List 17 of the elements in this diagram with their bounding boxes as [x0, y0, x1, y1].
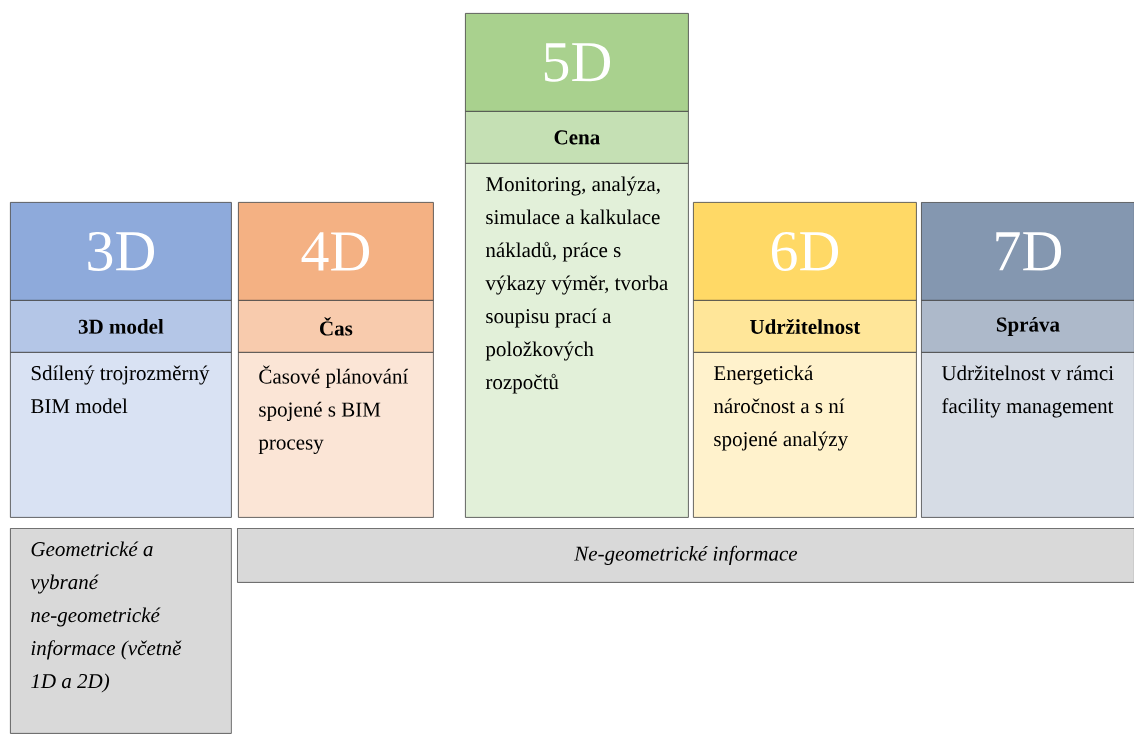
title-bar: Čas [238, 300, 434, 353]
description-box: Sdílený trojrozměrný BIM model [10, 352, 232, 518]
dimension-header: 4D [238, 202, 434, 301]
title-bar: Udržitelnost [693, 300, 917, 353]
dimension-header: 6D [693, 202, 917, 301]
title-bar: 3D model [10, 300, 232, 353]
info-box: Geometrické a vybrané ne-geometrické informace (včetně 1D a 2D) [10, 528, 232, 734]
info-band: Ne-geometrické informace [237, 528, 1134, 583]
title-bar: Cena [465, 111, 689, 164]
description-box: Energetická náročnost a s ní spojené analýzy [693, 352, 917, 518]
description-box: Časové plánování spojené s BIM procesy [238, 352, 434, 518]
dimension-header: 5D [465, 13, 689, 112]
dimension-header: 7D [921, 202, 1134, 301]
dimension-header: 3D [10, 202, 232, 301]
title-bar: Správa [921, 300, 1134, 353]
description-box: Monitoring, analýza, simulace a kalkulace nákladů, práce s výkazy výměr, tvorba soupisu prací a položkových rozpočtů [465, 163, 689, 518]
description-box: Udržitelnost v rámci facility management [921, 352, 1134, 518]
